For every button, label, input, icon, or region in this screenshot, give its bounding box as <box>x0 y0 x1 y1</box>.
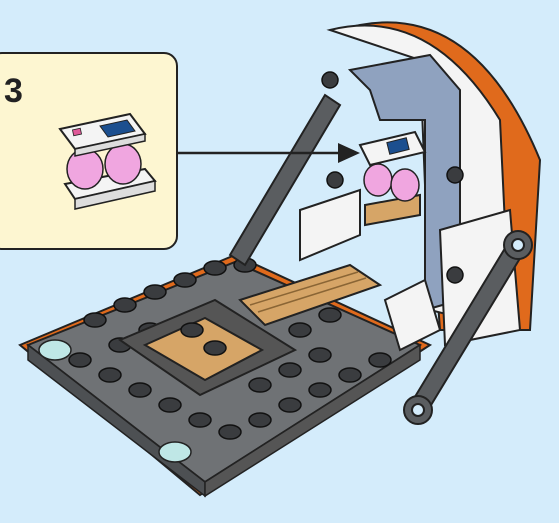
step-callout: 3 <box>0 52 178 250</box>
step-number: 3 <box>4 72 23 111</box>
printed-tile-with-pink-cylinders-icon <box>55 109 160 219</box>
installed-part <box>360 132 425 225</box>
arrow-right-icon <box>176 143 360 163</box>
